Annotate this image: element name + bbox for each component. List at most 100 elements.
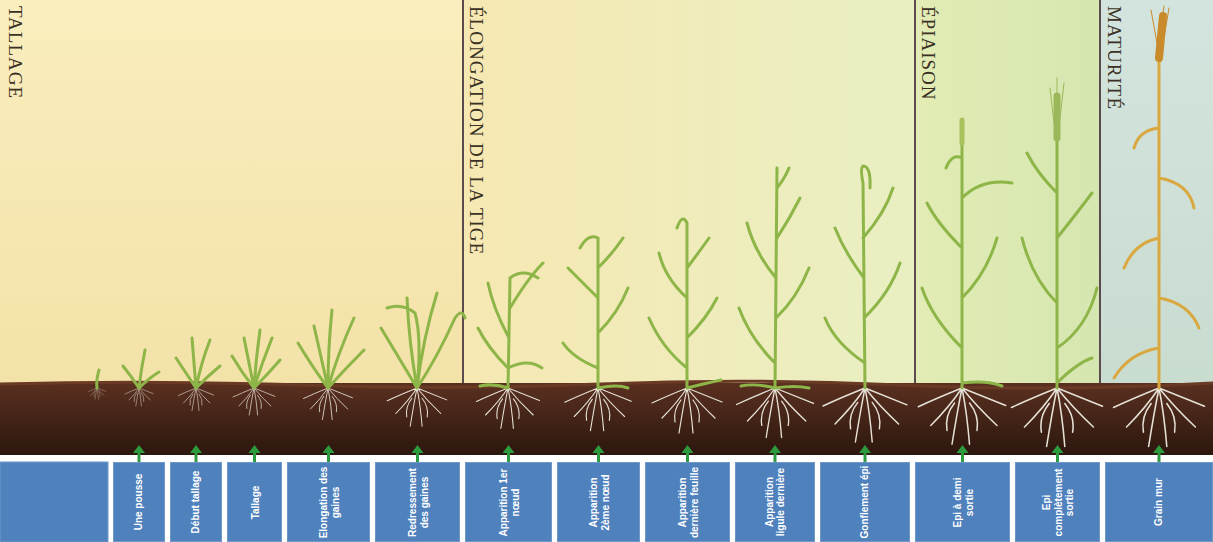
wheat-plants (97, 6, 1199, 388)
stage-box: Apparition 1er nœud (465, 462, 552, 542)
roots (387, 388, 447, 426)
wheat-plants (1050, 78, 1064, 123)
stage-arrows (774, 452, 777, 462)
stage-label: Apparition 1er nœud (497, 464, 520, 540)
rotated-label-box: Apparition dernière feuille (648, 464, 727, 540)
roots (233, 388, 275, 415)
stage-dividers (914, 0, 916, 386)
stage-arrows (327, 452, 330, 462)
stage-dividers (463, 0, 1100, 386)
stage-arrows (769, 445, 781, 462)
wheat-plants (478, 263, 543, 388)
stage-dividers (1099, 0, 1101, 386)
stage-box: Elongation des gaines (287, 462, 370, 542)
stage-arrows (503, 445, 515, 462)
rotated-label-box: Grain mur (1108, 464, 1210, 540)
rotated-label-box: Apparition 1er nœud (468, 464, 549, 540)
stage-box: Tallage (227, 462, 282, 542)
rotated-label-box: Redressement des gaines (378, 464, 457, 540)
wheat-plants (1114, 6, 1199, 388)
roots (565, 388, 632, 431)
stage-label: Elongation des gaines (317, 464, 340, 540)
stage-box: Apparition 2ème nœud (557, 462, 640, 542)
wheat-plants (1151, 6, 1169, 43)
wheat-plants (1114, 58, 1199, 388)
stage-arrows (323, 445, 335, 453)
stage-arrows (593, 445, 605, 462)
stage-box: Grain mur (1105, 462, 1213, 542)
wheat-plants (298, 310, 364, 388)
wheat-plants (825, 166, 900, 388)
rotated-label-box: Une pousse (116, 464, 162, 540)
stage-arrows (503, 445, 515, 453)
phase-title: ÉLONGATION DE LA TIGE (467, 6, 486, 255)
stage-label: Une pousse (133, 464, 145, 540)
stage-label: Epi à demi sortie (951, 464, 974, 540)
rotated-label-box: Epi à demi sortie (918, 464, 1007, 540)
stage-arrows (1056, 452, 1059, 462)
wheat-plants (176, 338, 220, 388)
stage-arrows (190, 445, 202, 453)
roots (823, 388, 907, 442)
rotated-label-box: Gonflement épi (823, 464, 907, 540)
stage-box: Apparition dernière feuille (645, 462, 730, 542)
stage-arrows (682, 445, 694, 453)
wheat-plants (478, 263, 543, 388)
stage-arrows (1153, 445, 1165, 462)
roots (652, 388, 722, 433)
rotated-label-box: Apparition ligule dernière (738, 464, 812, 540)
stage-arrows (769, 445, 781, 453)
wheat-plants (563, 237, 628, 388)
stage-arrows (253, 452, 256, 462)
stage-box: Début tallage (170, 462, 222, 542)
wheat-plants (1022, 138, 1097, 388)
wheat-plants (232, 330, 280, 388)
stage-arrows (133, 445, 1165, 462)
stage-arrows (682, 445, 694, 462)
stage-box: Redressement des gaines (375, 462, 460, 542)
wheat-plants (1022, 78, 1097, 388)
stage-arrows (1052, 445, 1064, 453)
stage-arrows (864, 452, 867, 462)
stage-arrows (593, 445, 605, 453)
wheat-plants (922, 143, 1012, 388)
phase-title: MATURITÉ (1105, 6, 1124, 110)
wheat-plants (381, 293, 465, 388)
wheat-plants (1159, 16, 1163, 58)
roots (88, 388, 1204, 447)
stage-arrows (195, 452, 198, 462)
wheat-plants (739, 168, 809, 388)
stage-arrows (961, 452, 964, 462)
wheat-plants (739, 168, 809, 388)
roots (918, 388, 1006, 444)
roots (179, 388, 214, 411)
wheat-plants (123, 350, 159, 388)
stage-label: Apparition dernière feuille (676, 464, 699, 540)
background-bands (0, 0, 1213, 386)
stage-box: Une pousse (113, 462, 165, 542)
background-bands (1100, 0, 1213, 386)
stage-dividers (462, 0, 464, 386)
stage-label: Redressement des gaines (406, 464, 429, 540)
stage-box: Gonflement épi (820, 462, 910, 542)
stage-label: Gonflement épi (859, 464, 871, 540)
stage-arrows (957, 445, 969, 453)
stage-label: Grain mur (1153, 464, 1165, 540)
rotated-label-box: Apparition 2ème nœud (560, 464, 637, 540)
wheat-plants (825, 166, 900, 388)
soil (0, 381, 1213, 455)
empty-stage-box (0, 462, 108, 542)
wheat-plants (298, 310, 364, 388)
phase-title: ÉPIAISON (919, 6, 938, 101)
wheat-plants (1054, 96, 1061, 138)
wheat-plants (176, 338, 220, 388)
stage-arrows (859, 445, 871, 462)
stage-arrows (133, 445, 145, 453)
background-bands (0, 0, 463, 386)
stage-arrows (686, 452, 689, 462)
stage-box: Epi complètement sortie (1015, 462, 1100, 542)
roots (88, 388, 106, 399)
background-bands (463, 0, 915, 386)
